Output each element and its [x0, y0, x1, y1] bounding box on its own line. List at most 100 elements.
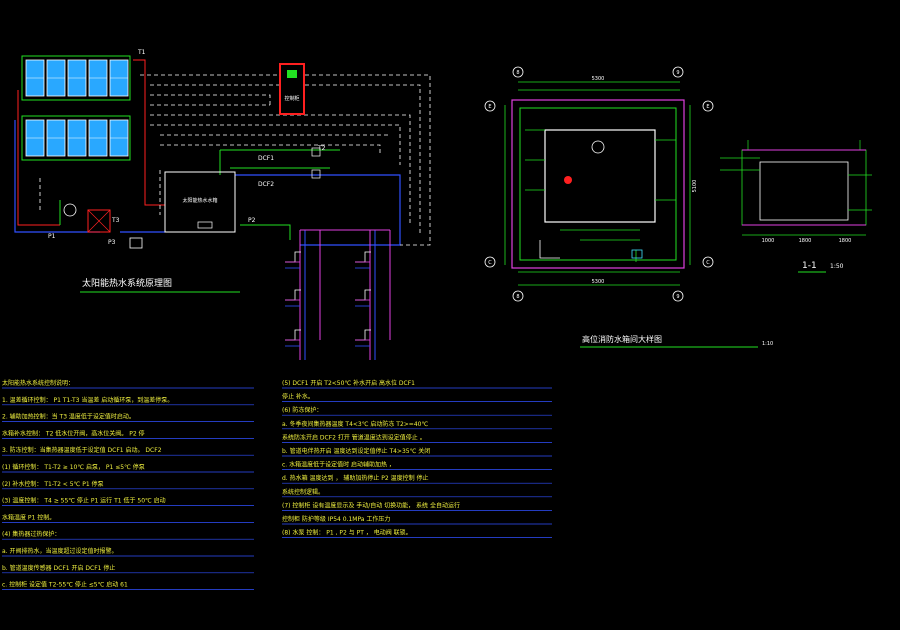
note-line: 系统防冻开启 DCF2 打开 管道温度达到设定值停止 。 [282, 433, 426, 441]
solar-collector-array-upper [25, 59, 129, 97]
note-line: a. 冬季夜间集热器温度 T4<3℃ 启动防冻 T2>=40℃ [282, 420, 428, 428]
fire-water-tank [544, 129, 656, 223]
note-line: 3. 防冻控制：当集热器温度低于设定值 DCF1 启动。 DCF2 [2, 446, 162, 454]
section-dim-1: 1000 [762, 238, 775, 244]
note-line: (4) 集热器过热保护： [2, 530, 60, 538]
door-symbol [539, 240, 560, 259]
note-line: 水箱补水控制： T2 低水位开阀，高水位关阀。 P2 停 [2, 429, 145, 437]
solar-system-title: 太阳能热水系统原理图 [82, 277, 172, 289]
axis-e-right: E [706, 104, 709, 110]
control-cabinet [279, 63, 305, 115]
cabinet-label: 控制柜 [284, 95, 299, 102]
section-dim-2: 1800 [799, 238, 812, 244]
notes-right-column: (5) DCF1 开启 T2<50℃ 补水开启 高水位 DCF1 停止 补水。 (… [282, 379, 552, 538]
solar-system-schematic: 控制柜 太阳能热水水箱 T1 T3 P1 P3 DCF1 DCF2 P2 T2 [14, 49, 431, 360]
sensor-box-lower [311, 169, 321, 179]
note-line: (5) DCF1 开启 T2<50℃ 补水开启 高水位 DCF1 [282, 379, 415, 387]
sensor-box-upper [311, 147, 321, 157]
inlet-valve [631, 249, 643, 259]
note-line: c. 控制柜 设定值 T2-55℃ 停止 ≤5℃ 启动 61 [2, 581, 128, 589]
section-tank [759, 161, 849, 221]
hot-water-tank [164, 171, 236, 233]
tag-dcf1: DCF1 [258, 155, 274, 162]
axis-c-right: C [706, 260, 710, 266]
section-scale: 1:50 [830, 263, 844, 270]
section-slab [742, 149, 866, 226]
fixture-branch [355, 289, 371, 301]
axis-bubbles [484, 66, 714, 302]
note-line: 2. 辅助加热控制：当 T3 温度低于设定值时启动。 [2, 413, 135, 421]
fire-tank-title: 高位消防水箱间大样图 [582, 334, 662, 344]
hot-supply-pipe [133, 59, 165, 206]
solar-collector-array-lower [25, 119, 129, 157]
section-1-1: 1000 1800 1800 1-1 1:50 [720, 140, 872, 273]
collector-frame-upper [21, 55, 131, 101]
fixture-branch [285, 329, 301, 341]
tank-heater [197, 221, 213, 229]
fire-tank-room-plan: 8 9 8 9 E C E C 5300 5300 5100 [484, 66, 773, 348]
dim-side: 5100 [692, 180, 698, 193]
notes-left-column: 太阳能热水系统控制说明： 1. 温差循环控制： P1 T1-T3 当温差 启动循环… [2, 379, 254, 590]
section-title: 1-1 [802, 261, 817, 271]
plan-dimension-lines [504, 81, 691, 286]
note-line: (2) 补水控制： T1-T2 < 5℃ P1 停泵 [2, 480, 104, 488]
room-outer-wall [511, 99, 685, 269]
room-inner-wall [519, 107, 677, 261]
note-line: (1) 循环控制： T1-T2 ≥ 10℃ 启泵， P1 ≤5℃ 停泵 [2, 463, 145, 471]
axis-8-top: 8 [516, 70, 519, 76]
fixture-branches [285, 251, 371, 347]
cold-feed-pipe-left [14, 120, 100, 233]
note-line: a. 开阀排热水，当温度超过设定值时报警。 [2, 547, 118, 555]
note-line: c. 水箱温度低于设定值时 启动辅助加热 ， [282, 461, 395, 469]
tag-dcf2: DCF2 [258, 181, 274, 188]
note-line: 太阳能热水系统控制说明： [2, 379, 74, 387]
collector-frame-lower [21, 115, 131, 161]
tag-t2: T2 [317, 145, 326, 152]
note-line: d. 热水箱 温度达到 ， 辅助加热停止 P2 温度控制 停止 [282, 474, 429, 482]
distribution-risers [299, 229, 391, 360]
control-wiring [39, 74, 431, 246]
heat-exchanger [87, 209, 111, 233]
dim-bottom: 5300 [592, 279, 605, 285]
tank-outlet-marker [564, 176, 572, 184]
note-line: b. 管道电伴热开启 温度达到设定值停止 T4>35℃ 关闭 [282, 447, 430, 455]
cabinet-display [287, 70, 297, 78]
axis-c-left: C [488, 260, 492, 266]
note-line: (3) 温度控制： T4 ≥ 55℃ 停止 P1 运行 T1 低于 50℃ 启动 [2, 497, 166, 505]
fixture-branch [285, 289, 301, 301]
fixture-branch [355, 329, 371, 341]
tank-label: 太阳能热水水箱 [182, 197, 217, 204]
hot-return-pipe [17, 90, 60, 226]
note-line: 系统控制逻辑。 [282, 488, 324, 496]
note-line: (7) 控制柜 设有温度显示及 手动/自动 切换功能， 系统 全自动运行 [282, 501, 460, 509]
sensor-pipework [59, 149, 340, 240]
tag-t1: T1 [137, 49, 146, 56]
note-line: 1. 温差循环控制： P1 T1-T3 当温差 启动循环泵，到温差停泵。 [2, 396, 173, 404]
fire-tank-scale: 1:10 [762, 341, 773, 347]
section-dim-3: 1800 [839, 238, 852, 244]
fixture-branch [285, 251, 301, 263]
tag-t3: T3 [111, 217, 120, 224]
note-line: 控制柜 防护等级 IP54 0.1MPa 工作压力 [282, 515, 390, 523]
heat-exchanger-cross [87, 209, 111, 233]
note-line: 水箱温度 P1 控制。 [2, 513, 55, 521]
tag-p1: P1 [48, 233, 56, 240]
tank-manhole [591, 140, 605, 154]
tag-p2: P2 [248, 217, 256, 224]
note-line: (8) 水泵 控制： P1 , P2 与 PT ， 电动阀 联锁。 [282, 529, 412, 537]
pump-p3 [129, 237, 143, 249]
section-pipes [720, 140, 872, 211]
axis-9-top: 9 [676, 70, 679, 76]
fixture-branch [355, 251, 371, 263]
expansion-tank [63, 203, 77, 217]
cold-water-main [235, 174, 401, 246]
axis-9-bottom: 9 [676, 294, 679, 300]
section-outline [741, 149, 867, 226]
axis-e-left: E [488, 104, 491, 110]
tag-p3: P3 [108, 239, 116, 246]
axis-8-bottom: 8 [516, 294, 519, 300]
note-line: 停止 补水。 [282, 393, 314, 401]
tank-internal-pipes [525, 129, 676, 262]
note-line: (6) 防冻保护： [282, 406, 322, 414]
